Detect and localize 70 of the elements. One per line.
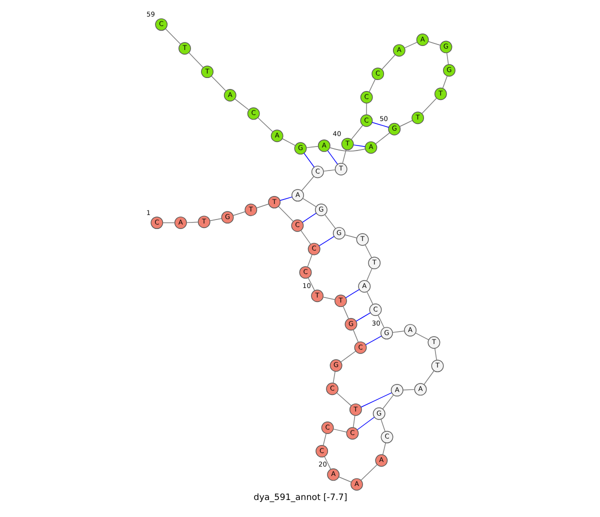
connector <box>352 415 355 428</box>
connector <box>336 392 352 406</box>
connector <box>300 176 314 192</box>
connector <box>344 234 357 238</box>
connector <box>366 291 373 305</box>
connector <box>352 329 358 342</box>
connector <box>257 117 273 132</box>
connector <box>279 196 292 201</box>
connector <box>364 244 372 258</box>
connector <box>307 278 314 291</box>
connector <box>302 198 316 208</box>
connector <box>381 54 395 70</box>
connector <box>355 312 370 322</box>
connector <box>338 476 352 482</box>
connector <box>340 350 356 362</box>
connector <box>210 76 226 92</box>
connector <box>303 152 314 168</box>
connector <box>364 336 382 346</box>
connector <box>360 464 378 481</box>
connector <box>188 52 204 68</box>
connector <box>434 348 436 360</box>
connector <box>342 306 348 320</box>
connector <box>306 146 318 148</box>
connector <box>332 428 347 432</box>
connector <box>374 132 390 144</box>
connector <box>318 236 334 246</box>
connector <box>344 289 360 298</box>
connector <box>256 204 269 208</box>
connector <box>427 41 440 46</box>
connector <box>404 42 418 48</box>
connector <box>442 76 448 89</box>
connector <box>324 456 331 470</box>
connector <box>414 332 429 340</box>
connector <box>306 254 312 268</box>
connector <box>322 433 326 446</box>
connector <box>342 149 346 164</box>
connector <box>377 314 384 328</box>
connector <box>371 122 389 128</box>
connector <box>209 218 222 222</box>
connector <box>300 230 310 244</box>
connector <box>186 222 198 223</box>
connector <box>278 206 294 222</box>
connector <box>368 78 376 92</box>
connector <box>350 125 363 140</box>
connector <box>356 416 374 430</box>
connector <box>398 120 412 127</box>
connector <box>332 371 335 384</box>
connector <box>234 98 249 110</box>
connector <box>380 418 385 432</box>
connector <box>382 394 394 410</box>
connector <box>423 370 434 385</box>
connector <box>322 169 336 172</box>
connector <box>164 28 180 44</box>
connector <box>326 150 338 165</box>
connector <box>281 138 296 146</box>
connector <box>232 211 246 216</box>
connector <box>360 392 392 408</box>
connector <box>392 330 404 333</box>
connector <box>324 214 336 229</box>
connector <box>322 296 335 300</box>
connector <box>446 52 448 65</box>
connector <box>302 212 316 223</box>
caption: dya_591_annot [-7.7] <box>253 493 347 504</box>
connector <box>162 222 175 224</box>
connector <box>382 442 386 455</box>
connector <box>328 147 366 152</box>
connector <box>402 389 414 390</box>
connector <box>352 144 365 148</box>
connector <box>421 98 436 114</box>
connector <box>366 268 372 282</box>
